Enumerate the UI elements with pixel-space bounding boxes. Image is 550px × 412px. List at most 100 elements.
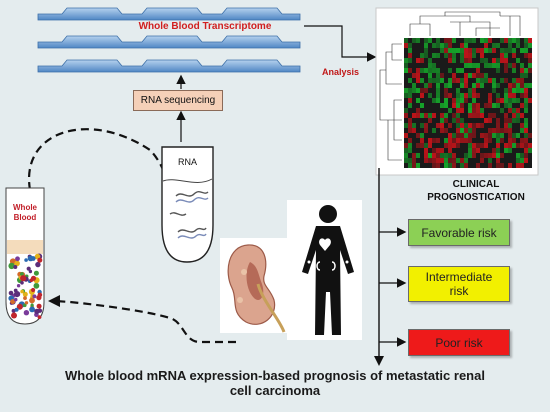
heatmap-cell (480, 83, 484, 88)
heatmap-cell (472, 148, 476, 153)
heatmap-cell (404, 58, 408, 63)
heatmap-cell (528, 83, 532, 88)
heatmap-cell (448, 138, 452, 143)
heatmap-cell (524, 128, 528, 133)
heatmap-cell (516, 133, 520, 138)
heatmap-cell (412, 123, 416, 128)
heatmap-cell (484, 73, 488, 78)
heatmap-cell (456, 123, 460, 128)
heatmap-cell (476, 113, 480, 118)
heatmap-cell (448, 43, 452, 48)
heatmap-cell (472, 108, 476, 113)
heatmap-cell (508, 108, 512, 113)
heatmap-cell (468, 148, 472, 153)
blood-cell (8, 262, 15, 270)
heatmap-cell (448, 143, 452, 148)
heatmap-cell (516, 98, 520, 103)
heatmap-cell (520, 83, 524, 88)
heatmap-cell (464, 58, 468, 63)
heatmap-cell (472, 143, 476, 148)
heatmap-cell (524, 93, 528, 98)
heatmap-cell (512, 98, 516, 103)
heatmap-cell (500, 38, 504, 43)
heatmap-cell (484, 143, 488, 148)
heatmap-cell (496, 58, 500, 63)
heatmap-cell (504, 113, 508, 118)
heatmap-cell (528, 63, 532, 68)
heatmap-cell (492, 148, 496, 153)
heatmap-cell (444, 138, 448, 143)
favorable-risk-box: Favorable risk (408, 219, 510, 246)
heatmap-cell (416, 133, 420, 138)
heatmap-cell (508, 43, 512, 48)
heatmap-cell (444, 113, 448, 118)
heatmap-cell (408, 148, 412, 153)
heatmap-cell (464, 123, 468, 128)
heatmap-cell (452, 73, 456, 78)
heatmap-cell (464, 43, 468, 48)
heatmap-cell (492, 78, 496, 83)
heatmap-cell (424, 38, 428, 43)
blood-cell (28, 269, 33, 274)
rna-sequencing-box: RNA sequencing (133, 90, 223, 111)
title-line2: cell carcinoma (229, 383, 321, 398)
heatmap-cell (480, 123, 484, 128)
heatmap-cell (528, 58, 532, 63)
heatmap-cell (440, 158, 444, 163)
heatmap-cell (524, 43, 528, 48)
heatmap-cell (452, 48, 456, 53)
blood-cell (14, 291, 21, 298)
heatmap-cell (492, 43, 496, 48)
heatmap-cell (480, 78, 484, 83)
heatmap-cell (452, 78, 456, 83)
heatmap-cell (520, 163, 524, 168)
heatmap-cell (504, 68, 508, 73)
heatmap-cell (496, 133, 500, 138)
heatmap-cell (448, 163, 452, 168)
heatmap-cell (492, 133, 496, 138)
heatmap-cell (492, 58, 496, 63)
blood-cell (10, 299, 16, 305)
heatmap-cell (432, 63, 436, 68)
dashed-arrowhead-blood (48, 295, 60, 307)
heatmap-cell (460, 53, 464, 58)
heatmap-cell (452, 103, 456, 108)
heatmap-cell (488, 128, 492, 133)
heatmap-cell (488, 133, 492, 138)
heatmap-cell (444, 158, 448, 163)
blood-cell (35, 261, 41, 268)
heatmap-cell (516, 118, 520, 123)
heatmap-cell (424, 68, 428, 73)
heatmap-cell (432, 153, 436, 158)
heatmap-cell (524, 158, 528, 163)
heatmap-cell (488, 153, 492, 158)
heatmap-cell (484, 63, 488, 68)
blood-cell (20, 272, 24, 276)
heatmap-cell (444, 118, 448, 123)
heatmap-cell (436, 158, 440, 163)
heatmap-cell (500, 163, 504, 168)
heatmap-cell (460, 123, 464, 128)
heatmap-cell (528, 38, 532, 43)
heatmap-cell (448, 93, 452, 98)
heatmap-cell (508, 93, 512, 98)
heatmap-cell (508, 38, 512, 43)
heatmap-cell (416, 108, 420, 113)
heatmap-cell (472, 128, 476, 133)
heatmap-cell (516, 83, 520, 88)
heatmap-cell (440, 103, 444, 108)
heatmap-cell (408, 118, 412, 123)
arrow-to-analysis (304, 25, 377, 62)
heatmap-cell (504, 148, 508, 153)
heatmap-cell (528, 143, 532, 148)
heatmap-cell (496, 123, 500, 128)
heatmap-cell (480, 73, 484, 78)
heatmap-cell (492, 103, 496, 108)
heatmap-cell (436, 43, 440, 48)
heatmap-cell (524, 138, 528, 143)
heatmap-cell (488, 138, 492, 143)
heatmap-cell (436, 153, 440, 158)
heatmap-cell (508, 88, 512, 93)
blood-cell (11, 308, 16, 313)
blood-cell (33, 270, 39, 276)
